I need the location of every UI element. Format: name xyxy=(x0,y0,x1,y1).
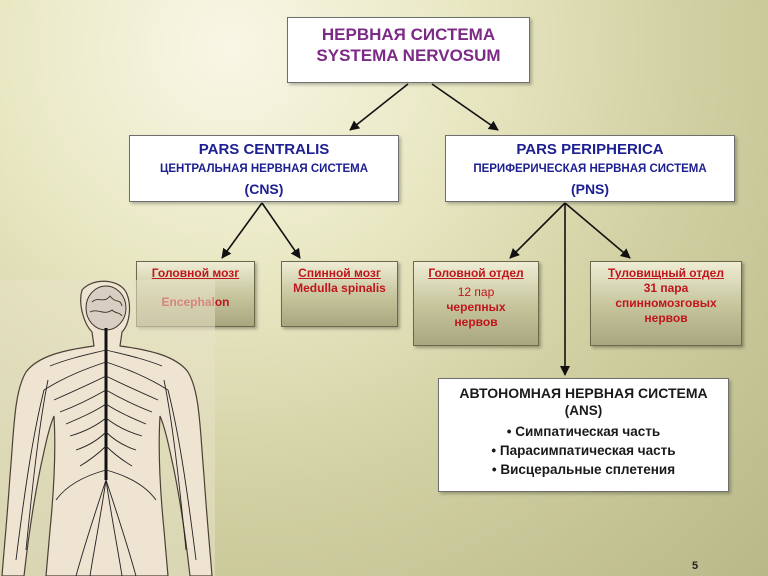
spinal-title: Спинной мозг xyxy=(298,266,381,280)
head-dept-desc2: нервов xyxy=(454,315,498,329)
ans-list-item: • Симпатическая часть xyxy=(506,424,661,439)
pns-russian-label: ПЕРИФЕРИЧЕСКАЯ НЕРВНАЯ СИСТЕМА xyxy=(473,163,707,175)
pns-latin-label: PARS PERIPHERICA xyxy=(516,141,664,158)
root-title-latin: SYSTEMA NERVOSUM xyxy=(316,46,501,65)
arrow-root-to-pns xyxy=(431,83,499,131)
head-dept-title: Головной отдел xyxy=(428,266,524,280)
page-number: 5 xyxy=(692,560,699,572)
trunk-department-box: Туловищный отдел 31 пара спинномозговых … xyxy=(590,261,742,346)
trunk-dept-desc1: спинномозговых xyxy=(615,296,717,310)
cns-box: PARS CENTRALIS ЦЕНТРАЛЬНАЯ НЕРВНАЯ СИСТЕ… xyxy=(129,135,399,202)
trunk-dept-title: Туловищный отдел xyxy=(608,266,724,280)
spinal-cord-box: Спинной мозг Medulla spinalis xyxy=(281,261,398,327)
ans-list-item: • Висцеральные сплетения xyxy=(491,462,676,477)
arrow-root-to-cns xyxy=(349,83,409,131)
ans-list-item: • Парасимпатическая часть xyxy=(491,443,676,458)
cns-latin-label: PARS CENTRALIS xyxy=(198,141,330,158)
arrow-pns-to-head xyxy=(509,202,566,259)
head-dept-desc1: черепных xyxy=(446,300,506,314)
cns-abbr: (CNS) xyxy=(244,181,284,197)
ans-title: АВТОНОМНАЯ НЕРВНАЯ СИСТЕМА xyxy=(459,385,708,401)
trunk-dept-count: 31 пара xyxy=(643,281,689,295)
arrow-pns-to-trunk xyxy=(564,202,631,259)
root-box-nervous-system: НЕРВНАЯ СИСТЕМА SYSTEMA NERVOSUM xyxy=(287,17,530,83)
arrow-cns-to-spinal xyxy=(261,202,301,259)
human-nervous-system-illustration xyxy=(0,280,215,576)
ans-abbr: (ANS) xyxy=(564,403,603,418)
brain-title: Головной мозг xyxy=(151,266,240,280)
root-title-russian: НЕРВНАЯ СИСТЕМА xyxy=(321,25,496,44)
ans-box: АВТОНОМНАЯ НЕРВНАЯ СИСТЕМА (ANS) • Симпа… xyxy=(438,378,729,492)
arrow-cns-to-brain xyxy=(221,202,263,259)
trunk-dept-desc2: нервов xyxy=(644,311,688,325)
pns-box: PARS PERIPHERICA ПЕРИФЕРИЧЕСКАЯ НЕРВНАЯ … xyxy=(445,135,735,202)
head-dept-count: 12 пар xyxy=(457,285,495,299)
spinal-latin: Medulla spinalis xyxy=(293,281,386,295)
head-department-box: Головной отдел 12 пар черепных нервов xyxy=(413,261,539,346)
pns-abbr: (PNS) xyxy=(570,181,610,197)
ans-list: • Симпатическая часть • Парасимпатическа… xyxy=(439,422,728,479)
cns-russian-label: ЦЕНТРАЛЬНАЯ НЕРВНАЯ СИСТЕМА xyxy=(159,163,369,175)
